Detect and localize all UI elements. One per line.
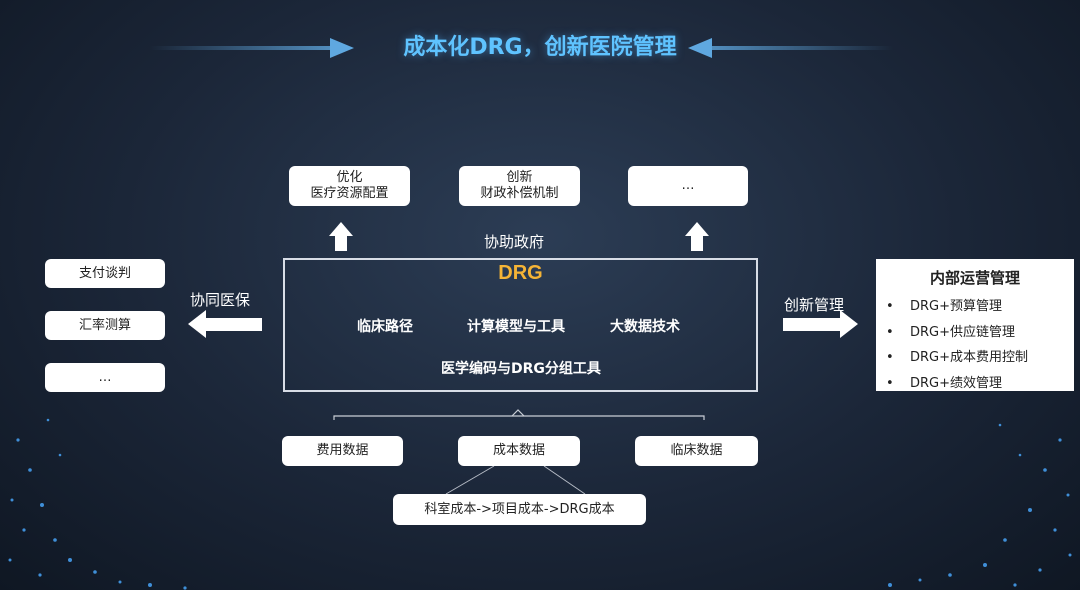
- box-line2: 医疗资源配置: [310, 186, 389, 201]
- drg-item-big-data: 大数据技术: [610, 319, 680, 335]
- list-item: DRG+成本费用控制: [884, 345, 1066, 371]
- drg-item-clinical-pathway: 临床路径: [357, 319, 413, 335]
- left-arrow: [188, 310, 262, 338]
- box-innovate-compensation: 创新 财政补偿机制: [459, 166, 580, 206]
- box-line2: 财政补偿机制: [480, 186, 559, 201]
- drg-core-box: [283, 258, 758, 392]
- label-innovate-management: 创新管理: [784, 296, 845, 314]
- box-left-ellipsis: …: [45, 363, 165, 392]
- up-arrow-left: [329, 222, 353, 251]
- drg-item-calc-model: 计算模型与工具: [467, 319, 565, 335]
- up-arrow-right: [685, 222, 709, 251]
- drg-title: DRG: [498, 262, 543, 284]
- box-cost-fee-data: 费用数据: [282, 436, 403, 466]
- box-line1: …: [681, 178, 695, 193]
- label-assist-government: 协助政府: [484, 233, 545, 251]
- decorative-dots: [8, 418, 1072, 590]
- box-payment-negotiation: 支付谈判: [45, 259, 165, 288]
- panel-title: 内部运营管理: [929, 269, 1020, 287]
- right-arrow: [783, 310, 858, 338]
- label-cooperate-insurance: 协同医保: [190, 291, 251, 309]
- title-left-arrow: [150, 38, 354, 58]
- box-cost-chain: 科室成本->项目成本->DRG成本: [393, 494, 646, 525]
- box-clinical-data: 临床数据: [635, 436, 758, 466]
- box-line1: 创新: [506, 170, 533, 185]
- title-right-arrow: [688, 38, 893, 58]
- drg-item-coding-grouping: 医学编码与DRG分组工具: [441, 361, 601, 377]
- box-optimize-resources: 优化 医疗资源配置: [289, 166, 410, 206]
- cost-connectors: [445, 465, 586, 495]
- list-item: DRG+供应链管理: [884, 320, 1066, 346]
- box-line1: 优化: [336, 170, 363, 185]
- panel-list: DRG+预算管理 DRG+供应链管理 DRG+成本费用控制 DRG+绩效管理: [884, 294, 1066, 396]
- box-cost-data: 成本数据: [458, 436, 580, 466]
- internal-operations-panel: 内部运营管理 DRG+预算管理 DRG+供应链管理 DRG+成本费用控制 DRG…: [876, 259, 1074, 396]
- page-title: 成本化DRG，创新医院管理: [403, 35, 677, 60]
- box-top-ellipsis: …: [628, 166, 748, 206]
- list-item: DRG+预算管理: [884, 294, 1066, 320]
- list-item: DRG+绩效管理: [884, 371, 1066, 397]
- data-bracket: [333, 409, 705, 420]
- box-rate-calculation: 汇率测算: [45, 311, 165, 340]
